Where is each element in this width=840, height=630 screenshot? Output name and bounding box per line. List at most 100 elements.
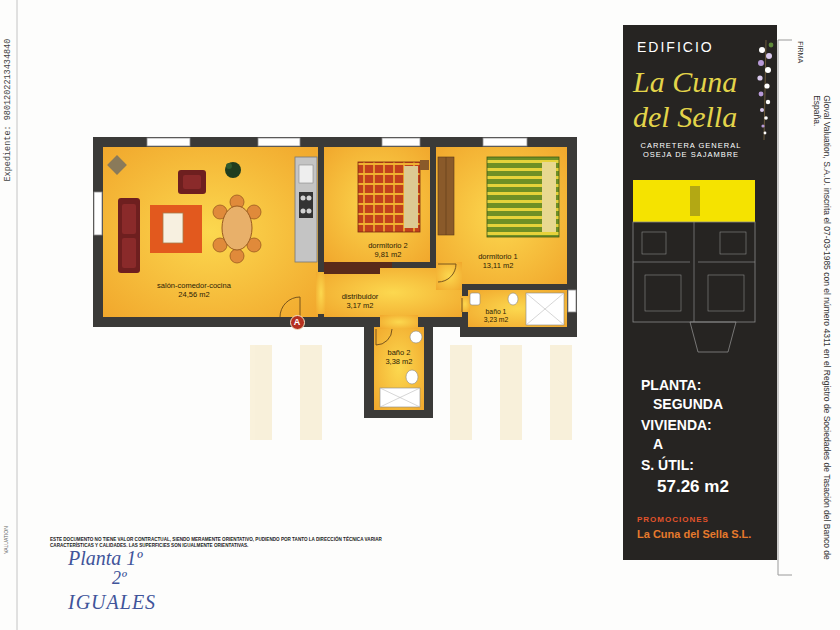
room-name: salón-comedor-cocina — [157, 282, 231, 291]
living-furniture-part — [225, 162, 241, 178]
info-panel: EDIFICIOLa Cuna del SellaCARRETERA GENER… — [623, 25, 777, 560]
living-furniture-part — [150, 205, 202, 253]
bed-bedroom-1-part — [487, 157, 559, 237]
wardrobe — [438, 157, 454, 235]
kitchen-counter-part — [301, 196, 306, 201]
kitchen-counter-part — [307, 209, 312, 214]
handwritten-note: 2º — [112, 568, 127, 590]
room-area: 3,23 m2 — [484, 316, 509, 324]
dwelling-letter: A — [294, 318, 301, 327]
panel-illustration-part — [633, 40, 773, 352]
key-plan-part — [708, 275, 744, 311]
key-plan-part — [633, 262, 690, 263]
wisteria-vine-part — [769, 43, 774, 48]
room-label: salón-comedor-cocina24,56 m2 — [154, 281, 234, 300]
doors-part — [462, 298, 463, 312]
wisteria-vine — [757, 40, 773, 140]
bathroom-1-fixtures — [470, 293, 564, 325]
wisteria-vine-part — [765, 67, 771, 73]
floors-part — [436, 262, 462, 290]
signature-label: FIRMA — [796, 41, 804, 63]
windows — [94, 138, 576, 312]
room-label: distribuidor3,17 m2 — [339, 292, 382, 311]
living-furniture-part — [122, 204, 136, 234]
page-frame-part — [778, 40, 792, 41]
watermark-bars-part — [250, 345, 272, 440]
key-plan-part — [694, 222, 695, 322]
living-furniture-part — [122, 238, 136, 268]
floors-part — [468, 290, 567, 327]
wisteria-vine-part — [758, 60, 764, 66]
wardrobe-part — [438, 157, 454, 235]
watermark-bars-part — [450, 345, 472, 440]
key-plan-part — [645, 275, 681, 311]
windows-part — [382, 138, 420, 146]
bathroom-2-fixtures-part — [380, 388, 420, 407]
windows-part — [258, 138, 300, 146]
wisteria-vine-part — [766, 100, 770, 104]
walls-part — [364, 318, 433, 418]
living-furniture-part — [118, 198, 140, 273]
bathroom-2-fixtures-part — [410, 331, 422, 343]
bathroom-2-fixtures-part — [380, 388, 420, 407]
page-frame — [17, 0, 792, 630]
room-name: distribuidor — [342, 293, 379, 302]
bed-bedroom-1 — [487, 157, 559, 237]
room-name: baño 1 — [484, 308, 509, 316]
wisteria-vine-part — [759, 92, 764, 97]
building-label: EDIFICIO — [637, 39, 714, 55]
kitchen-counter-part — [301, 209, 306, 214]
watermark-bars-part — [550, 345, 572, 440]
room-label: dormitorio 113,11 m2 — [475, 252, 521, 271]
living-furniture-part — [222, 206, 252, 250]
wisteria-vine-part — [760, 108, 764, 112]
key-plan-part — [642, 232, 666, 254]
living-furniture-part — [178, 170, 206, 194]
key-plan-part — [633, 222, 755, 322]
living-furniture-part — [226, 163, 232, 169]
handwritten-note: Planta 1º — [68, 546, 143, 570]
room-area: 3,17 m2 — [342, 302, 379, 311]
living-furniture-part — [183, 175, 201, 189]
field-label: PLANTA: — [641, 377, 701, 393]
floors-part — [103, 147, 318, 317]
watermark-bars-part — [500, 345, 522, 440]
wisteria-vine-part — [759, 47, 765, 53]
windows-part — [94, 192, 102, 235]
bathroom-1-fixtures-part — [526, 293, 564, 325]
field-value: A — [653, 436, 663, 452]
wisteria-vine-part — [764, 40, 766, 140]
bathroom-2-fixtures — [380, 331, 422, 407]
key-plan-part — [690, 186, 700, 216]
area-value: 57.26 m2 — [657, 477, 729, 497]
field-label: VIVIENDA: — [641, 417, 712, 433]
kitchen-counter-part — [295, 157, 317, 262]
kitchen-counter-part — [299, 192, 313, 218]
wisteria-vine-part — [766, 53, 772, 59]
address: CARRETERA GENERAL OSEJA DE SAJAMBRE — [629, 141, 753, 160]
handwritten-note: IGUALES — [68, 590, 156, 614]
room-area: 24,56 m2 — [157, 291, 231, 300]
bed-bedroom-2-part — [420, 160, 429, 170]
entry-marker: A — [290, 315, 305, 330]
wisteria-vine-part — [764, 83, 769, 88]
key-plan-part — [690, 322, 736, 352]
doors-part — [438, 264, 456, 282]
room-label: dormitorio 29,81 m2 — [365, 241, 411, 260]
floors-part — [316, 272, 326, 314]
wisteria-vine-part — [761, 124, 764, 127]
page-frame-part — [778, 575, 792, 576]
room-area: 3,38 m2 — [385, 358, 412, 367]
watermark-bars — [250, 345, 572, 440]
bathroom-2-fixtures-part — [406, 370, 418, 384]
kitchen-counter — [295, 157, 317, 262]
walls — [93, 137, 577, 418]
closet — [324, 262, 392, 274]
room-label: baño 23,38 m2 — [382, 348, 415, 367]
promoter-label: PROMOCIONES — [637, 515, 709, 524]
wardrobe-part — [446, 157, 447, 235]
room-name: dormitorio 2 — [368, 242, 408, 251]
bathroom-1-fixtures-part — [508, 293, 518, 305]
kitchen-counter-part — [307, 196, 312, 201]
